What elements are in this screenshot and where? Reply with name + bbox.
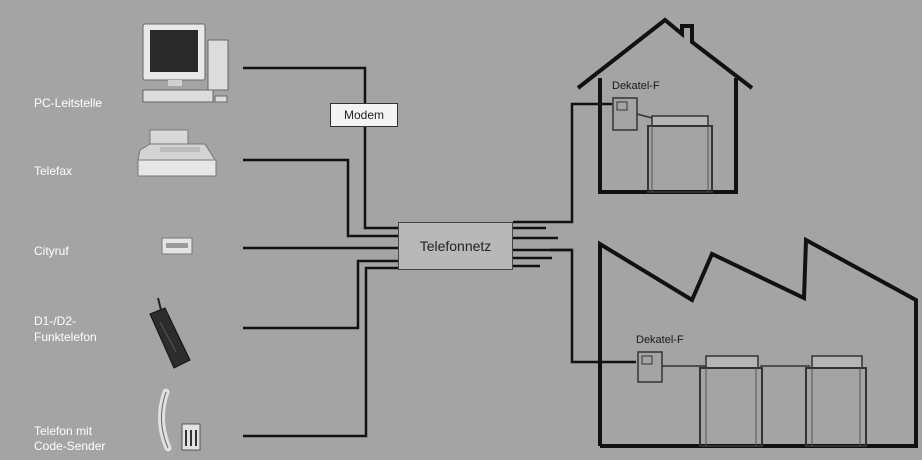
house-dekatel-label: Dekatel-F: [612, 80, 660, 92]
pager-icon: [162, 238, 192, 254]
computer-icon: [143, 24, 228, 102]
fax-icon: [138, 130, 216, 176]
telefonnetz-box: Telefonnetz: [398, 222, 513, 270]
telefon-label-line1: Telefon mit: [34, 424, 92, 439]
mobile-phone-icon: [150, 298, 190, 368]
telefon-label-line2: Code-Sender: [34, 439, 105, 454]
funktelefon-label-line1: D1-/D2-: [34, 314, 76, 329]
pc-leitstelle-label: PC-Leitstelle: [34, 96, 102, 111]
modem-label: Modem: [344, 108, 384, 122]
telefax-label: Telefax: [34, 164, 72, 179]
telephone-icon: [161, 392, 200, 450]
cityruf-label: Cityruf: [34, 244, 69, 259]
modem-box: Modem: [330, 103, 398, 127]
telefonnetz-label: Telefonnetz: [420, 238, 492, 254]
factory-dekatel-label: Dekatel-F: [636, 334, 684, 346]
funktelefon-label-line2: Funktelefon: [34, 330, 97, 345]
house-building: [578, 20, 752, 192]
